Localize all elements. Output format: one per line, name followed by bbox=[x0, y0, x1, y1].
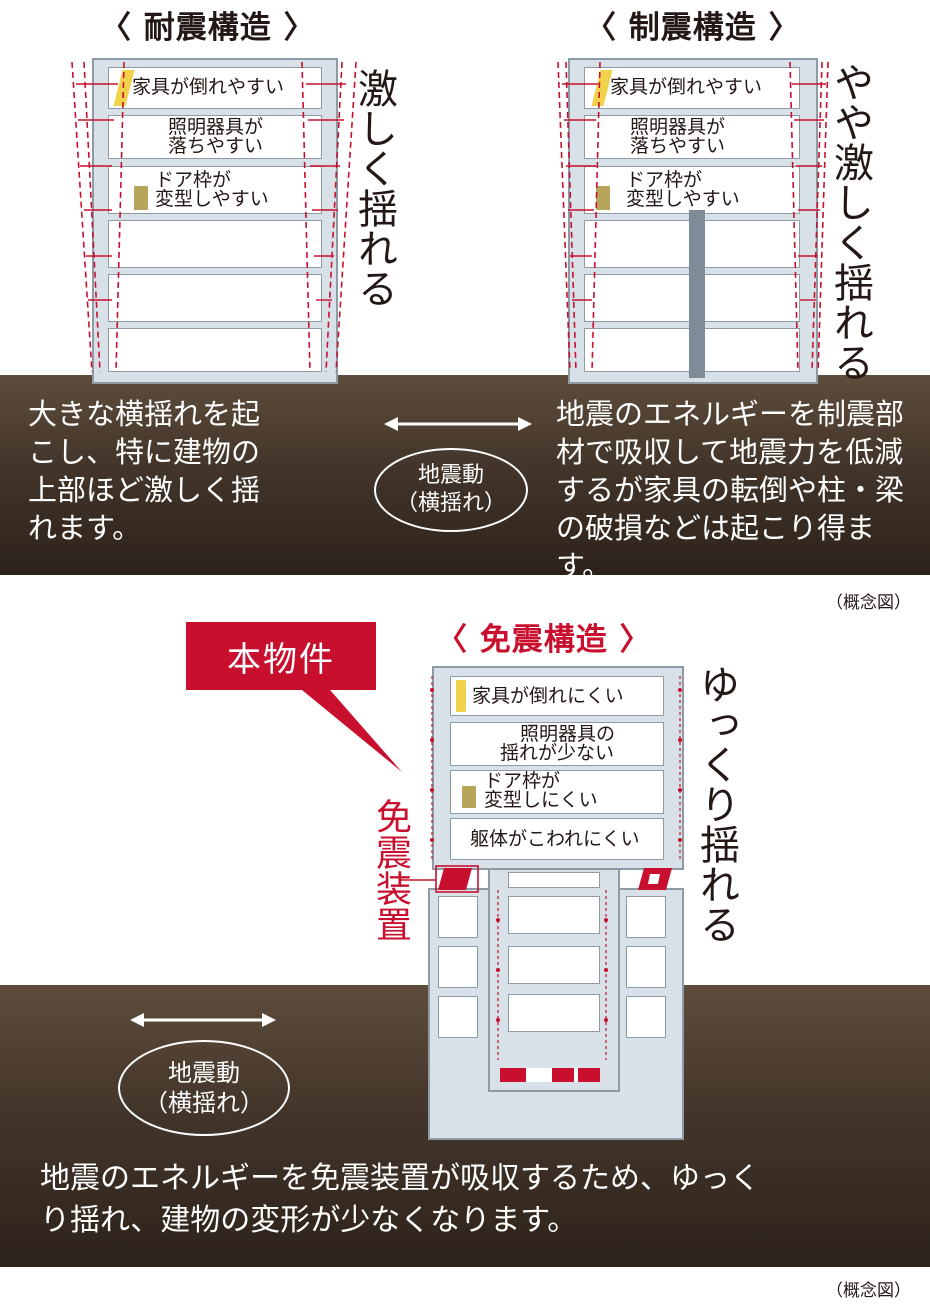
room-label-door-1: ドア枠が bbox=[155, 169, 232, 191]
callout-label: 本物件 bbox=[227, 640, 335, 680]
room-label-furniture: 家具が倒れやすい bbox=[610, 76, 763, 98]
quake-label-line: 地震動 bbox=[168, 1059, 240, 1087]
description-line: こし、特に建物の bbox=[28, 435, 261, 469]
description-line: 地震のエネルギーを制震部 bbox=[556, 397, 905, 431]
room-label-lighting-2: 落ちやすい bbox=[168, 135, 264, 157]
deformation-overlay-top bbox=[71, 61, 829, 431]
description-seishin: 地震のエネルギーを制震部 材で吸収して地震力を低減 するが家具の転倒や柱・梁 の… bbox=[556, 395, 926, 585]
door-frame-icon bbox=[596, 186, 610, 210]
room-label-lighting-1: 照明器具が bbox=[168, 116, 264, 138]
room-2 bbox=[108, 115, 322, 159]
shake-label-seishin: やや激しく揺れる bbox=[827, 62, 873, 382]
basement-window bbox=[438, 896, 478, 938]
room-6 bbox=[108, 328, 322, 372]
door-frame-icon bbox=[462, 786, 476, 808]
room-label-frame: 躯体がこわれにくい bbox=[470, 828, 640, 850]
description-line: 材で吸収して地震力を低減 bbox=[556, 435, 904, 469]
basement-window bbox=[626, 996, 666, 1038]
basement-window bbox=[438, 996, 478, 1038]
shake-label-menshin: ゆっくり揺れる bbox=[693, 664, 739, 944]
title-taishin: 〈 耐震構造 〉 bbox=[100, 10, 316, 46]
room-5 bbox=[108, 274, 322, 322]
title-menshin: 〈 免震構造 〉 bbox=[436, 622, 652, 658]
room-2 bbox=[584, 115, 800, 159]
room-label-door-1: ドア枠が bbox=[484, 770, 561, 792]
description-menshin: 地震のエネルギーを免震装置が吸収するため、ゆっく り揺れ、建物の変形が少なくなり… bbox=[40, 1158, 920, 1242]
room-4 bbox=[450, 818, 664, 860]
quake-label-top: 地震動 （横揺れ） bbox=[374, 448, 528, 532]
description-taishin: 大きな横揺れを起 こし、特に建物の 上部ほど激しく揺 れます。 bbox=[28, 395, 288, 547]
furniture-icon bbox=[456, 680, 466, 712]
room-label-lighting-1: 照明器具が bbox=[630, 116, 726, 138]
quake-label-line: （横揺れ） bbox=[395, 491, 506, 516]
room-label-lighting-2: 落ちやすい bbox=[630, 135, 726, 157]
room-1 bbox=[450, 676, 664, 716]
quake-label-line: （横揺れ） bbox=[144, 1089, 264, 1117]
room-label-lighting-2: 揺れが少ない bbox=[500, 742, 615, 764]
description-line: り揺れ、建物の変形が少なくなります。 bbox=[40, 1203, 578, 1238]
shake-label-taishin: 激しく揺れる bbox=[351, 68, 397, 308]
room-label-furniture: 家具が倒れやすい bbox=[132, 76, 285, 98]
description-line: 地震のエネルギーを免震装置が吸収するため、ゆっく bbox=[40, 1161, 760, 1196]
room-4 bbox=[108, 220, 322, 268]
room-label-door-2: 変型しやすい bbox=[155, 188, 269, 210]
quake-label-bottom: 地震動 （横揺れ） bbox=[118, 1040, 290, 1136]
basement-room bbox=[508, 896, 600, 934]
room-label-furniture: 家具が倒れにくい bbox=[472, 685, 624, 707]
room-label-door-2: 変型しやすい bbox=[626, 188, 740, 210]
description-line: 大きな横揺れを起 bbox=[28, 397, 261, 431]
title-seishin: 〈 制震構造 〉 bbox=[585, 10, 801, 46]
concept-note-top: （概念図） bbox=[826, 593, 911, 613]
room-3 bbox=[450, 770, 664, 814]
isolator-label: 免震装置 bbox=[370, 798, 411, 942]
room-1 bbox=[584, 67, 800, 109]
room-label-door-1: ドア枠が bbox=[626, 169, 703, 191]
description-line: の破損などは起こり得ます。 bbox=[556, 511, 876, 583]
basement-room bbox=[508, 946, 600, 984]
room-1 bbox=[108, 67, 322, 109]
basement-room bbox=[508, 872, 600, 888]
room-2 bbox=[450, 722, 664, 766]
description-line: 上部ほど激しく揺 bbox=[28, 473, 261, 507]
basement-window bbox=[438, 946, 478, 988]
damper-column bbox=[689, 210, 705, 378]
description-line: れます。 bbox=[28, 511, 142, 545]
door-frame-icon bbox=[134, 186, 148, 210]
quake-label-line: 地震動 bbox=[417, 463, 484, 488]
concept-note-bottom: （概念図） bbox=[826, 1281, 911, 1301]
basement-room bbox=[508, 994, 600, 1032]
room-label-door-2: 変型しにくい bbox=[484, 789, 598, 811]
description-line: するが家具の転倒や柱・梁 bbox=[556, 473, 905, 507]
basement-window bbox=[626, 946, 666, 988]
room-label-lighting-1: 照明器具の bbox=[520, 723, 616, 745]
basement-window bbox=[626, 896, 666, 938]
